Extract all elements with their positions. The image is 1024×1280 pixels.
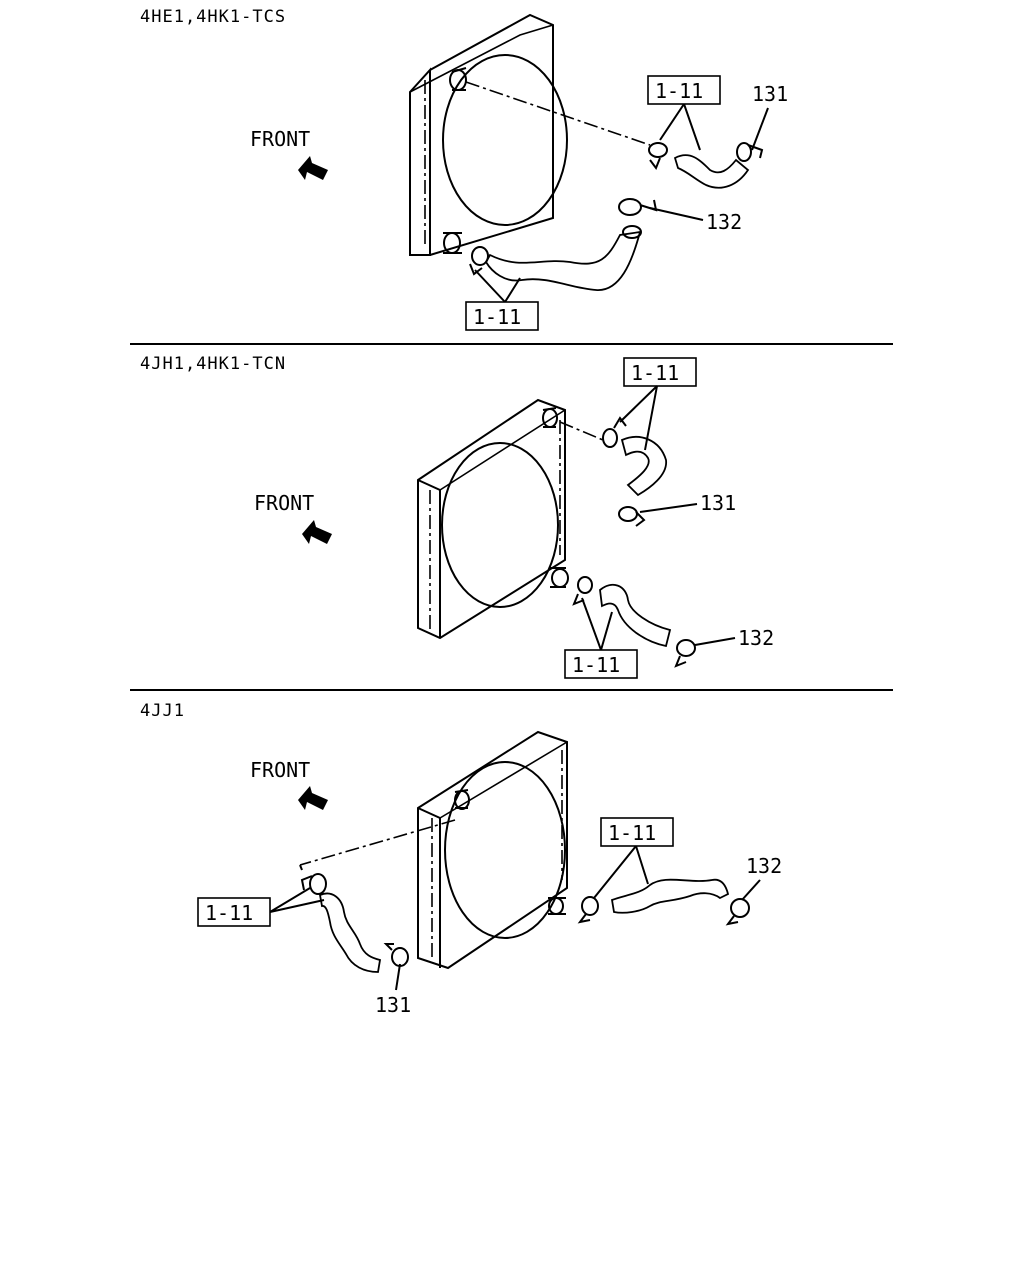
radiator [409,13,568,256]
section-2-header: 4JH1,4HK1-TCN [140,354,286,374]
radiator [417,398,569,640]
callout-label: 1-11 [631,361,679,385]
front-arrow-icon [302,520,332,544]
callout-label: 1-11 [473,305,521,329]
lower-hose [484,230,642,291]
clamp-icon [602,428,618,448]
callout-label: 131 [700,491,736,515]
clamp-icon [577,576,593,594]
callout-label: 1-11 [205,901,253,925]
section-1: 4HE1,4HK1-TCS FRONT [140,7,788,331]
left-hose [318,892,382,973]
clamp-icon [676,639,696,657]
clamp-icon [309,873,327,895]
callout-label: 132 [746,854,782,878]
clamp-icon [736,142,752,162]
right-hose [610,878,730,914]
clamp-icon [471,246,489,266]
callout-label: 131 [752,82,788,106]
callout-label: 132 [706,210,742,234]
section-1-front-label: FRONT [250,127,310,151]
callout-label: 131 [375,993,411,1017]
callout-label: 1-11 [572,653,620,677]
section-2: 4JH1,4HK1-TCN FRONT 1- [140,354,774,679]
section-1-header: 4HE1,4HK1-TCS [140,7,286,27]
clamp-icon [730,898,750,918]
section-3: 4JJ1 FRONT 1-11 [140,701,782,1017]
clamp-icon [391,947,409,967]
section-3-header: 4JJ1 [140,701,185,721]
callout-label: 1-11 [655,79,703,103]
upper-hose [673,154,750,189]
upper-hose [620,436,667,497]
radiator [417,730,568,970]
callout-label: 132 [738,626,774,650]
section-2-front-label: FRONT [254,491,314,515]
front-arrow-icon [298,156,328,180]
clamp-icon [581,896,599,916]
clamp-icon [618,198,642,216]
section-3-front-label: FRONT [250,758,310,782]
callout-label: 1-11 [608,821,656,845]
clamp-icon [618,506,638,522]
front-arrow-icon [298,786,328,810]
lower-hose [599,583,672,648]
clamp-icon [648,142,668,158]
